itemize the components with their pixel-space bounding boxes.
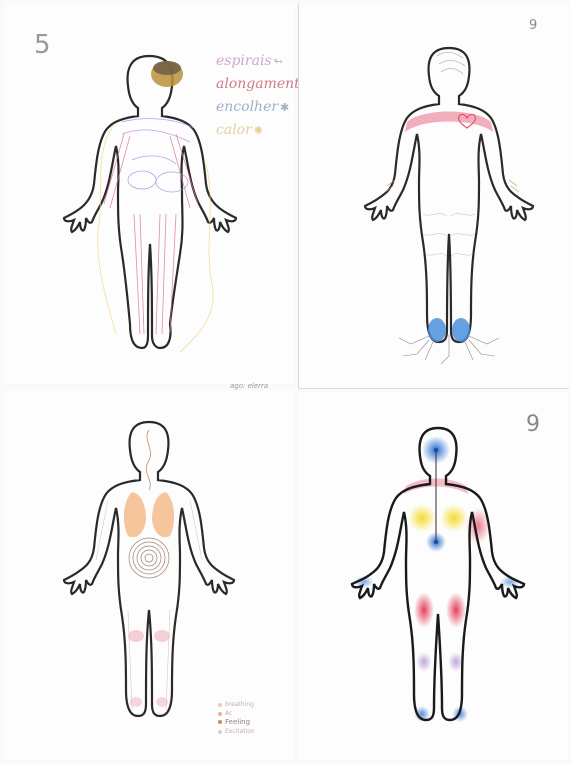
legend-dot [218, 703, 222, 707]
caption-note: ago: elerra [230, 382, 268, 390]
panel-number: 9 [526, 412, 540, 437]
panel-body-map-4: 9 [298, 392, 568, 760]
panel-body-map-1: 5 espirais↬ alongamento✕ encolher✱ calor… [4, 4, 294, 384]
panel-body-map-3: breathing Ac Feeling Excitation [4, 390, 294, 760]
legend-item: Feeling [218, 718, 255, 727]
legend-item: Excitation [218, 727, 255, 736]
asterisk-icon: ✱ [280, 101, 289, 114]
panel-body-map-2: 9 [298, 4, 569, 389]
spiral-icon: ↬ [274, 55, 283, 68]
body-outline-front-4 [298, 392, 568, 760]
legend-dot [218, 730, 222, 734]
panel-number: 9 [529, 18, 537, 33]
legend-dot [218, 720, 222, 724]
body-outline-back-2 [299, 4, 569, 388]
sun-icon: ✺ [254, 124, 263, 137]
panel-number: 5 [34, 30, 51, 60]
legend-item: Ac [218, 709, 255, 718]
legend-dot [218, 712, 222, 716]
legend: breathing Ac Feeling Excitation [218, 700, 255, 736]
legend-item: breathing [218, 700, 255, 709]
